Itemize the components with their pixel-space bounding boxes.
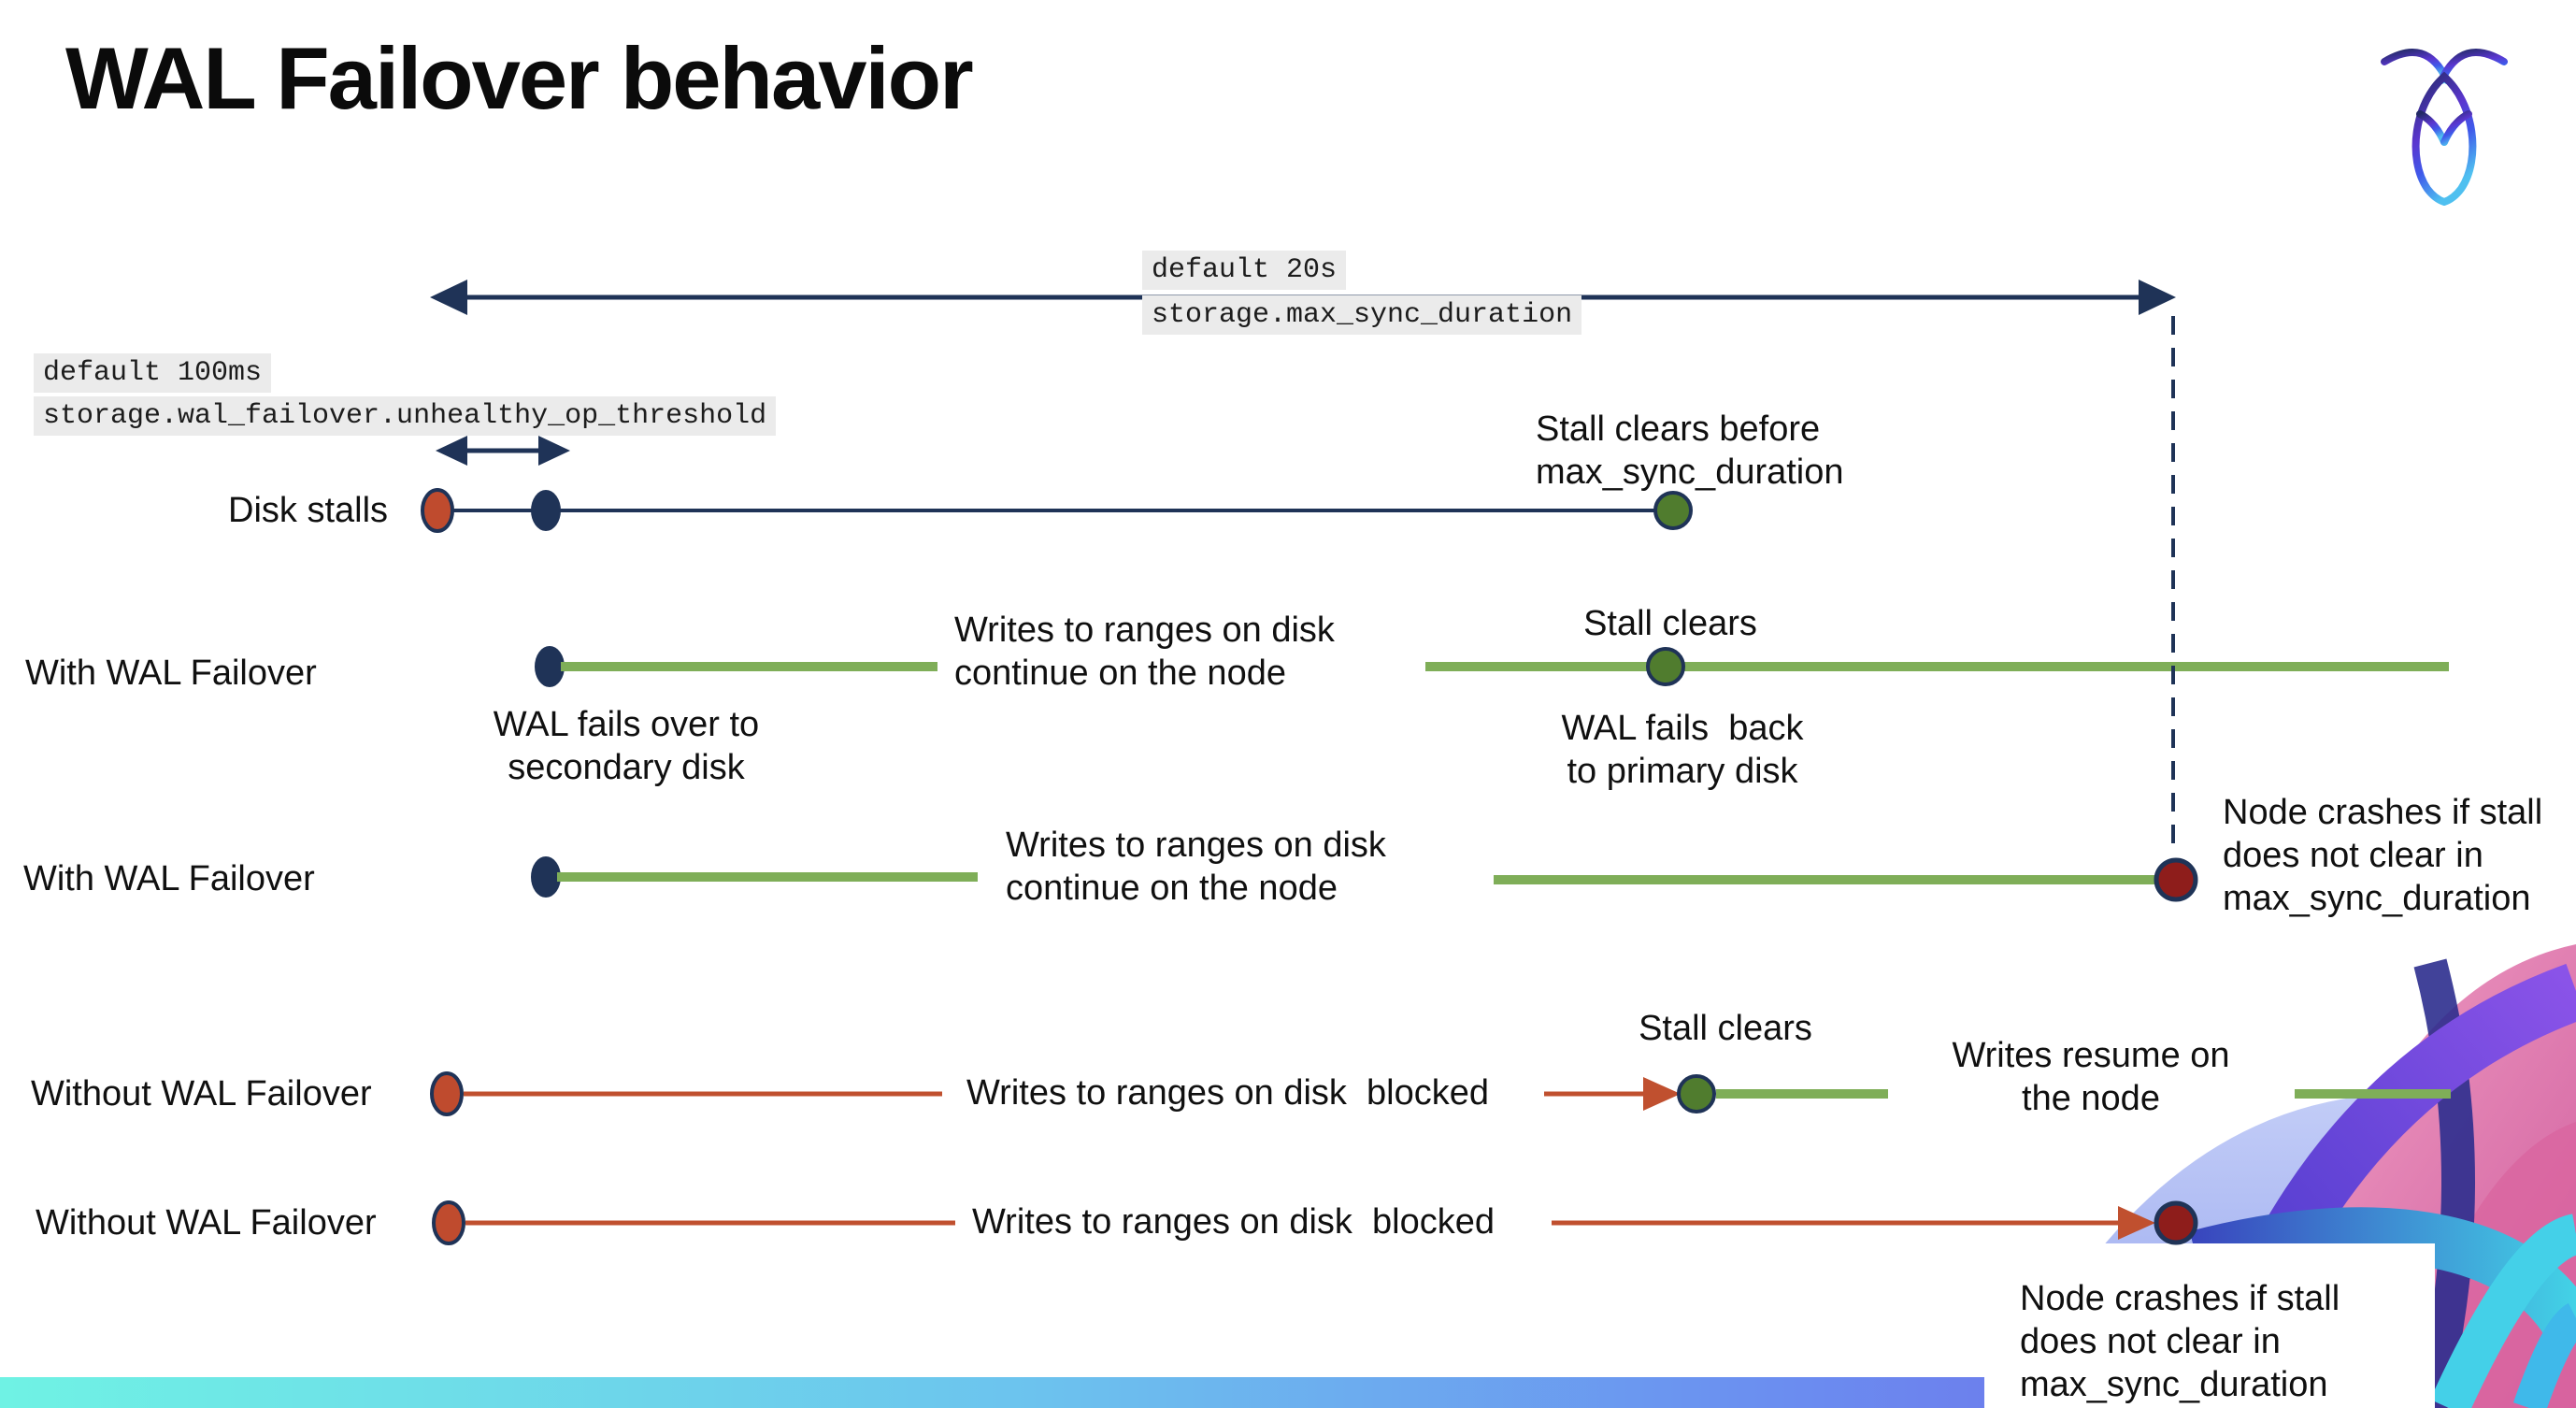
stall-start-dot (421, 488, 454, 533)
node-crash-text-line: Node crashes if stall (2020, 1279, 2340, 1318)
arrowhead-left (430, 280, 467, 315)
art-indigo-stripe (2413, 958, 2475, 1408)
arrowhead-right (538, 436, 570, 466)
page-title: WAL Failover behavior (65, 29, 974, 127)
arrowhead-left (436, 436, 467, 466)
row-label-with-failover-1: With WAL Failover (25, 654, 317, 693)
timeline-without-failover-1 (430, 1071, 2451, 1116)
annotation-line: continue on the node (1006, 869, 1338, 908)
arrowhead-right (2139, 280, 2176, 315)
writes-blocked-annotation-1: Writes to ranges on disk blocked (966, 1073, 1490, 1113)
stall-start-dot (430, 1071, 464, 1116)
red-arrowhead (1643, 1077, 1681, 1111)
annotation-line: secondary disk (508, 748, 745, 787)
stall-start-dot (432, 1200, 465, 1245)
timeline-with-failover-2 (531, 856, 2198, 902)
annotation-line: WAL fails over to (493, 705, 760, 744)
stall-clears-dot (1677, 1074, 1716, 1113)
annotation-line: Node crashes if stall (2223, 793, 2543, 832)
writes-blocked-annotation-2: Writes to ranges on disk blocked (972, 1202, 1496, 1242)
annotation-line: WAL fails back (1561, 709, 1804, 748)
annotation-line: max_sync_duration (2223, 879, 2531, 918)
red-arrowhead (2118, 1206, 2155, 1240)
stall-clears-annotation-1: Stall clears (1583, 604, 1757, 643)
op-threshold-arrow (436, 436, 570, 466)
node-crash-callout-box: Node crashes if stall does not clear in … (1984, 1243, 2435, 1408)
op-threshold-default-label: default 100ms (34, 353, 272, 393)
failover-dot (531, 856, 561, 898)
max-sync-default-label: default 20s (1142, 251, 1347, 290)
timeline-without-failover-2 (432, 1200, 2198, 1245)
writes-continue-annotation-2: Writes to ranges on disk continue on the… (1006, 824, 1386, 910)
art-blue-band (2189, 1207, 2576, 1350)
stall-clears-before-annotation: Stall clears before max_sync_duration (1536, 408, 1844, 494)
writes-continue-annotation-1: Writes to ranges on disk continue on the… (954, 609, 1335, 695)
annotation-line: does not clear in (2223, 836, 2483, 875)
node-crash-dot (2154, 857, 2198, 902)
cockroachdb-logo-icon (2381, 49, 2508, 206)
stall-clears-annotation-2: Stall clears (1639, 1009, 1812, 1048)
stall-clears-dot (1646, 647, 1685, 686)
art-cyan-leg (2429, 1214, 2576, 1408)
threshold-dot (531, 490, 561, 531)
annotation-line: Writes resume on (1952, 1036, 2230, 1075)
annotation-line: continue on the node (954, 654, 1286, 693)
failover-dot (535, 646, 565, 687)
node-crash-annotation-1: Node crashes if stall does not clear in … (2223, 791, 2542, 920)
annotation-line: to primary disk (1567, 752, 1798, 791)
wal-fails-over-annotation: WAL fails over to secondary disk (472, 703, 780, 789)
row-label-disk-stalls: Disk stalls (228, 491, 389, 530)
max-sync-setting-label: storage.max_sync_duration (1142, 295, 1582, 335)
node-crash-text-line: max_sync_duration (2020, 1365, 2328, 1404)
op-threshold-setting-label: storage.wal_failover.unhealthy_op_thresh… (34, 396, 777, 436)
row-label-with-failover-2: With WAL Failover (23, 859, 315, 898)
art-cyan-leg (2513, 1302, 2576, 1408)
annotation-line: Writes to ranges on disk (954, 611, 1335, 650)
node-crash-text-line: does not clear in (2020, 1322, 2281, 1361)
row-label-without-failover-2: Without WAL Failover (36, 1203, 377, 1243)
node-crash-dot (2154, 1200, 2198, 1245)
annotation-line: Writes to ranges on disk (1006, 826, 1386, 865)
timeline-with-failover-1 (535, 646, 2449, 687)
row-label-without-failover-1: Without WAL Failover (31, 1074, 372, 1113)
annotation-line: Stall clears before (1536, 409, 1821, 449)
wal-fails-back-annotation: WAL fails back to primary disk (1538, 707, 1827, 793)
timeline-disk-stalls (421, 488, 1693, 533)
stall-clears-dot (1653, 491, 1693, 530)
annotation-line: max_sync_duration (1536, 453, 1844, 492)
annotation-line: the node (2022, 1079, 2160, 1118)
writes-resume-annotation: Writes resume on the node (1941, 1034, 2240, 1120)
